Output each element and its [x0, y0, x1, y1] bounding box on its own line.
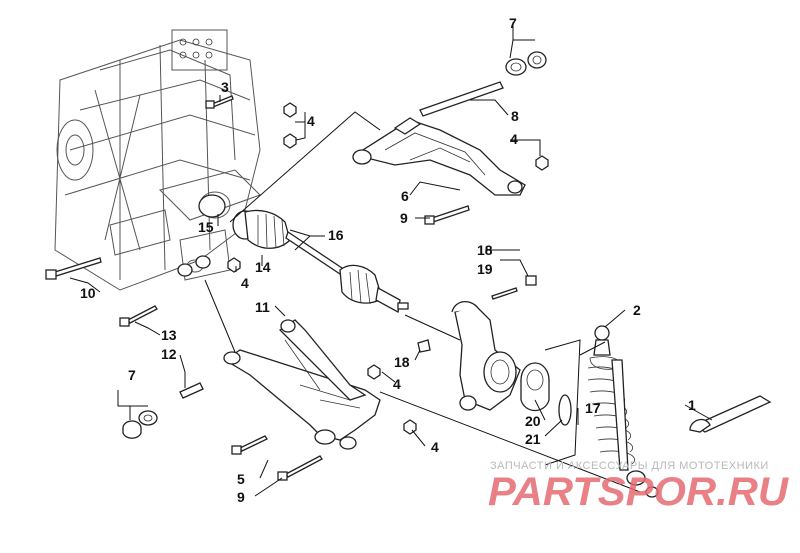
callout-4: 4: [241, 275, 249, 291]
callout-7: 7: [509, 15, 517, 31]
upper-pivot-tube: [419, 51, 547, 117]
callout-leaders: [69, 22, 713, 497]
wheel-bearing: [520, 339, 581, 466]
callout-17: 17: [585, 400, 601, 416]
callout-12: 12: [161, 346, 177, 362]
callout-13: 13: [161, 327, 177, 343]
watermark: ЗАПЧАСТИ И АКСЕССУАРЫ ДЛЯ МОТОТЕХНИКИ PA…: [488, 460, 789, 514]
bolts: [45, 95, 537, 481]
callout-15: 15: [198, 219, 214, 235]
callout-1: 1: [688, 397, 696, 413]
callout-11: 11: [255, 299, 270, 315]
callout-2: 2: [633, 302, 641, 318]
callout-4: 4: [431, 439, 439, 455]
callout-9: 9: [400, 210, 408, 226]
callout-16: 16: [328, 227, 344, 243]
callout-10: 10: [80, 285, 96, 301]
assembly-lines: [204, 111, 641, 493]
upper-a-arm: [352, 117, 526, 196]
callout-19: 19: [477, 261, 493, 277]
callout-9: 9: [237, 489, 245, 505]
callout-4: 4: [393, 376, 401, 392]
callout-5: 5: [237, 471, 245, 487]
callout-18: 18: [477, 242, 493, 258]
watermark-brand: PARTSPOR.RU: [488, 470, 789, 514]
callout-numbers: 1 2 3 4 4 4 4 4 5 6 7 7 8 9 9 10 11 12 1…: [80, 15, 696, 505]
nuts: [227, 102, 549, 435]
spanner-wrench: [689, 395, 772, 433]
cv-axle: [198, 194, 409, 314]
callout-20: 20: [525, 413, 541, 429]
callout-4: 4: [510, 131, 518, 147]
callout-21: 21: [525, 431, 541, 447]
callout-3: 3: [221, 79, 229, 95]
vehicle-frame: [54, 29, 261, 291]
callout-6: 6: [401, 188, 409, 204]
callout-4: 4: [307, 113, 315, 129]
lower-a-arm: [223, 319, 381, 450]
callout-14: 14: [255, 259, 271, 275]
steering-knuckle: [451, 301, 521, 411]
callout-7: 7: [128, 367, 136, 383]
callout-18: 18: [394, 354, 410, 370]
callout-8: 8: [511, 108, 519, 124]
shock-absorber: [579, 325, 659, 498]
lower-bushings: [122, 255, 211, 439]
watermark-tagline: ЗАПЧАСТИ И АКСЕССУАРЫ ДЛЯ МОТОТЕХНИКИ: [490, 460, 769, 472]
